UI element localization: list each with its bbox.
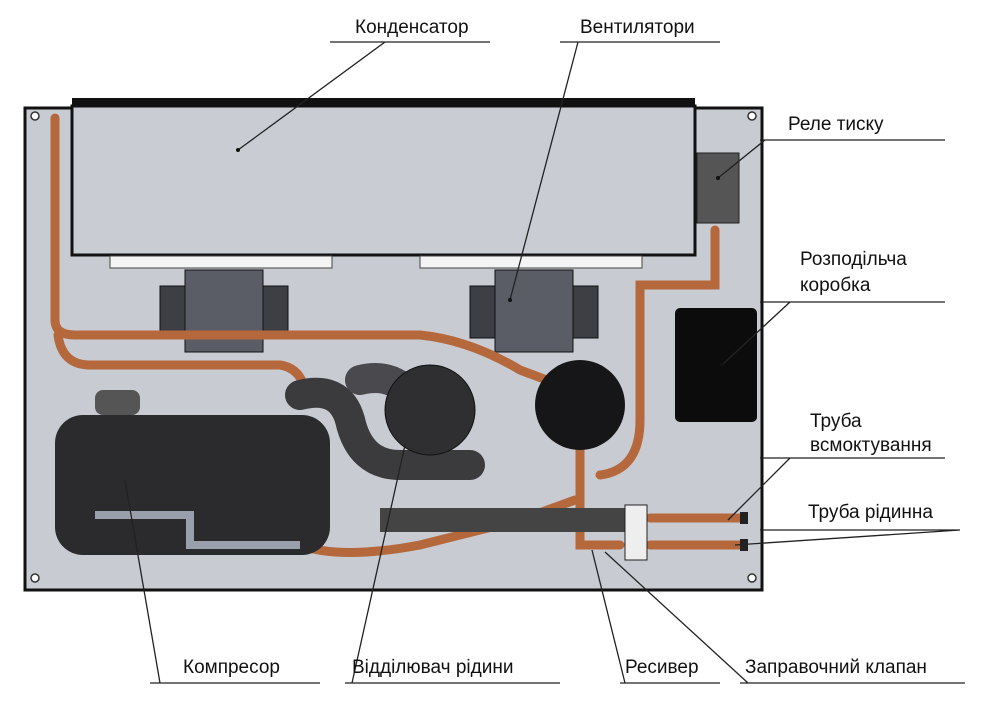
leader-lines: [124, 41, 965, 684]
charging-valve: [624, 504, 648, 561]
copper-pipes: [50, 113, 745, 557]
receiver: [535, 360, 625, 450]
mounting-holes: [30, 111, 757, 583]
label-compressor: Компресор: [183, 657, 280, 678]
junction-box: [675, 308, 757, 422]
label-liquid-separator: Відділювач рідини: [352, 657, 514, 678]
label-condenser: Конденсатор: [355, 17, 469, 38]
label-liquid-pipe: Труба рідинна: [808, 502, 933, 523]
compressor: [55, 390, 330, 555]
label-fans: Вентилятори: [580, 17, 695, 38]
pressure-relay: [696, 152, 740, 224]
label-receiver: Ресивер: [625, 657, 699, 678]
liquid-separator: [285, 363, 485, 480]
label-junction-box-line2: коробка: [800, 275, 871, 296]
label-pressure-relay: Реле тиску: [788, 114, 884, 135]
label-charging-valve: Заправочний клапан: [745, 657, 927, 678]
label-suction-pipe-line1: Труба: [810, 411, 862, 432]
label-junction-box-line1: Розподільча: [800, 249, 907, 270]
condenser: [70, 98, 697, 257]
label-suction-pipe-line2: всмоктування: [810, 435, 932, 456]
